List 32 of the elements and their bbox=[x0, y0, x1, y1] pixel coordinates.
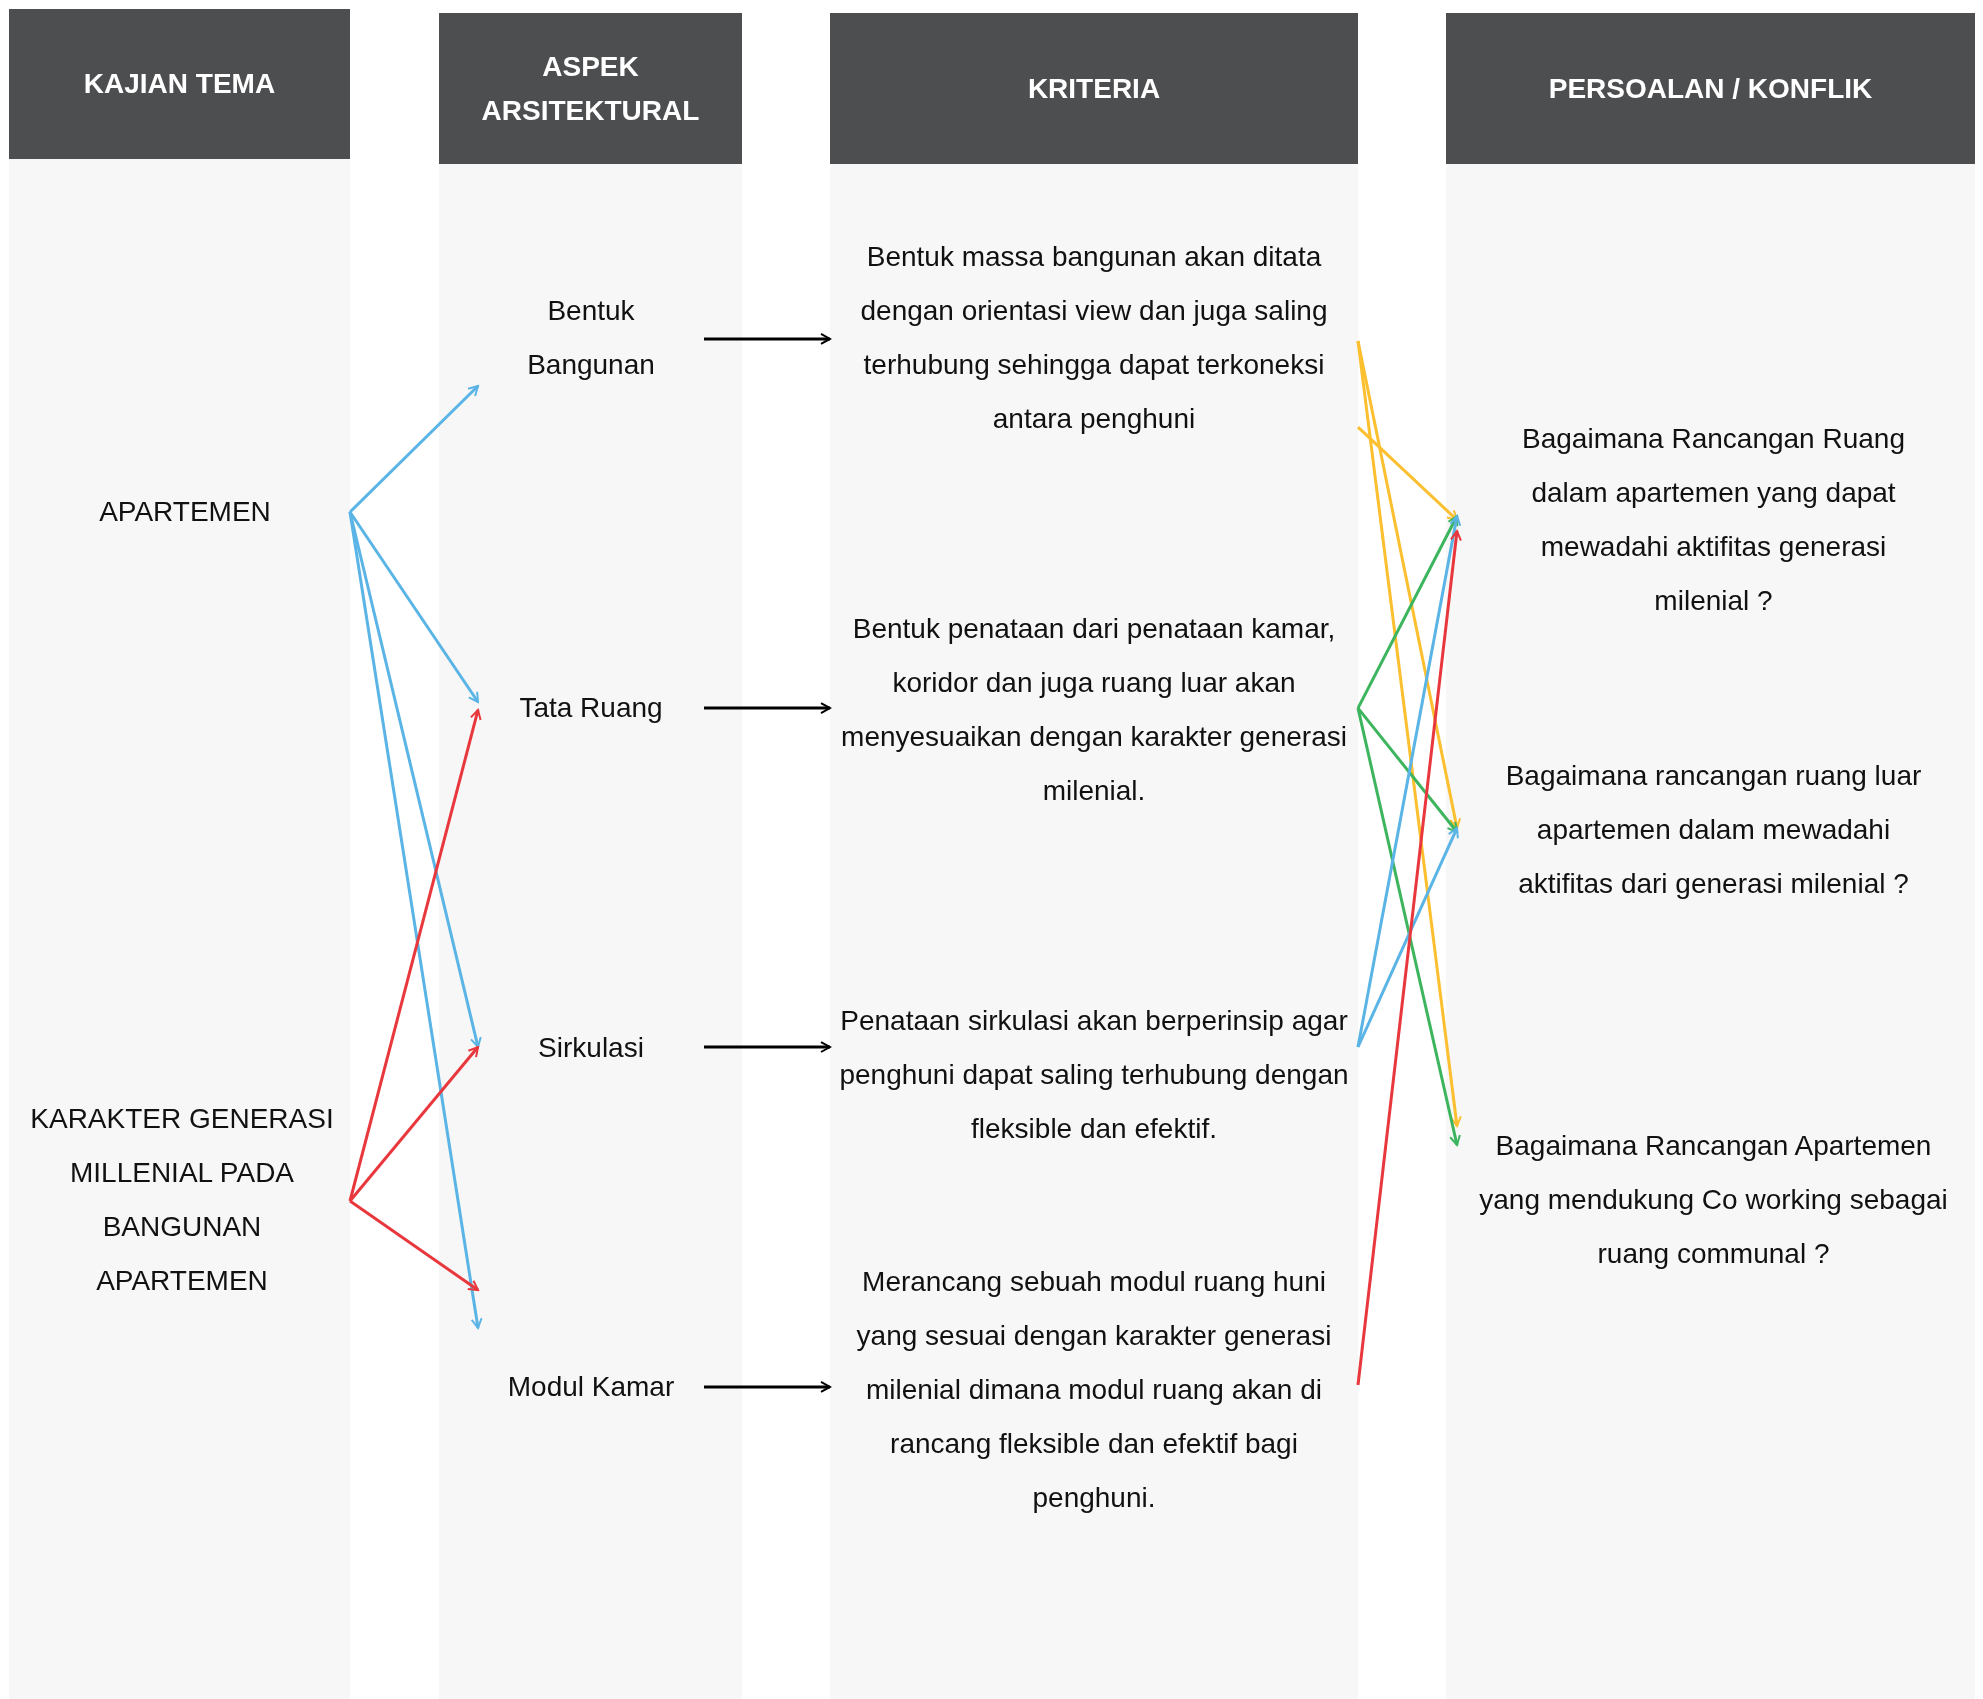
column-header: KRITERIA bbox=[830, 13, 1358, 164]
arrow bbox=[1356, 426, 1459, 522]
arrow bbox=[1356, 827, 1459, 1048]
text-label: Bentuk Bangunan bbox=[478, 286, 704, 390]
column-header: KAJIAN TEMA bbox=[9, 9, 350, 159]
arrow bbox=[704, 702, 831, 715]
arrow bbox=[348, 385, 480, 514]
arrow bbox=[1356, 340, 1462, 1127]
text-label: Bagaimana Rancangan Ruang dalam apartemen yang dapat mewadahi aktifitas generasi milenial ? bbox=[1457, 420, 1970, 620]
arrow bbox=[704, 1041, 831, 1053]
column-header: PERSOALAN / KONFLIK bbox=[1446, 13, 1975, 164]
arrow bbox=[704, 1380, 831, 1393]
text-label: Tata Ruang bbox=[478, 670, 704, 746]
text-label: Bagaimana Rancangan Apartemen yang mendukung Co working sebagai ruang communal ? bbox=[1457, 1120, 1970, 1280]
arrow bbox=[348, 709, 482, 1202]
arrow bbox=[1356, 707, 1461, 1146]
arrow bbox=[1356, 530, 1462, 1386]
text-label: KARAKTER GENERASI MILLENIAL PADA BANGUNAN APARTEMEN bbox=[14, 1100, 350, 1300]
arrow bbox=[704, 332, 831, 345]
arrow bbox=[348, 511, 483, 1329]
arrow bbox=[348, 1046, 480, 1202]
arrow bbox=[1356, 515, 1459, 709]
text-label: Modul Kamar bbox=[478, 1280, 704, 1494]
text-label: Bentuk penataan dari penataan kamar, koridor dan juga ruang luar akan menyesuaikan dengan karakter generasi milenial. bbox=[830, 590, 1358, 830]
text-label: Bentuk massa bangunan akan ditata dengan orientasi view dan juga saling terhubung sehingga dapat terkoneksi antara penghuni bbox=[830, 235, 1358, 440]
text-label: Sirkulasi bbox=[478, 1010, 704, 1086]
text-label: Bagaimana rancangan ruang luar apartemen dalam mewadahi aktifitas dari generasi milenial ? bbox=[1457, 740, 1970, 920]
text-label: Penataan sirkulasi akan berperinsip agar penghuni dapat saling terhubung dengan fleksible dan efektif. bbox=[830, 950, 1358, 1200]
text-label: Merancang sebuah modul ruang huni yang sesuai dengan karakter generasi milenial dimana modul ruang akan di rancang fleksible dan efektif bagi penghuni. bbox=[830, 1250, 1358, 1530]
column-header: ASPEK ARSITEKTURAL bbox=[439, 13, 742, 164]
text-label: APARTEMEN bbox=[20, 470, 350, 554]
arrow bbox=[349, 1199, 479, 1292]
